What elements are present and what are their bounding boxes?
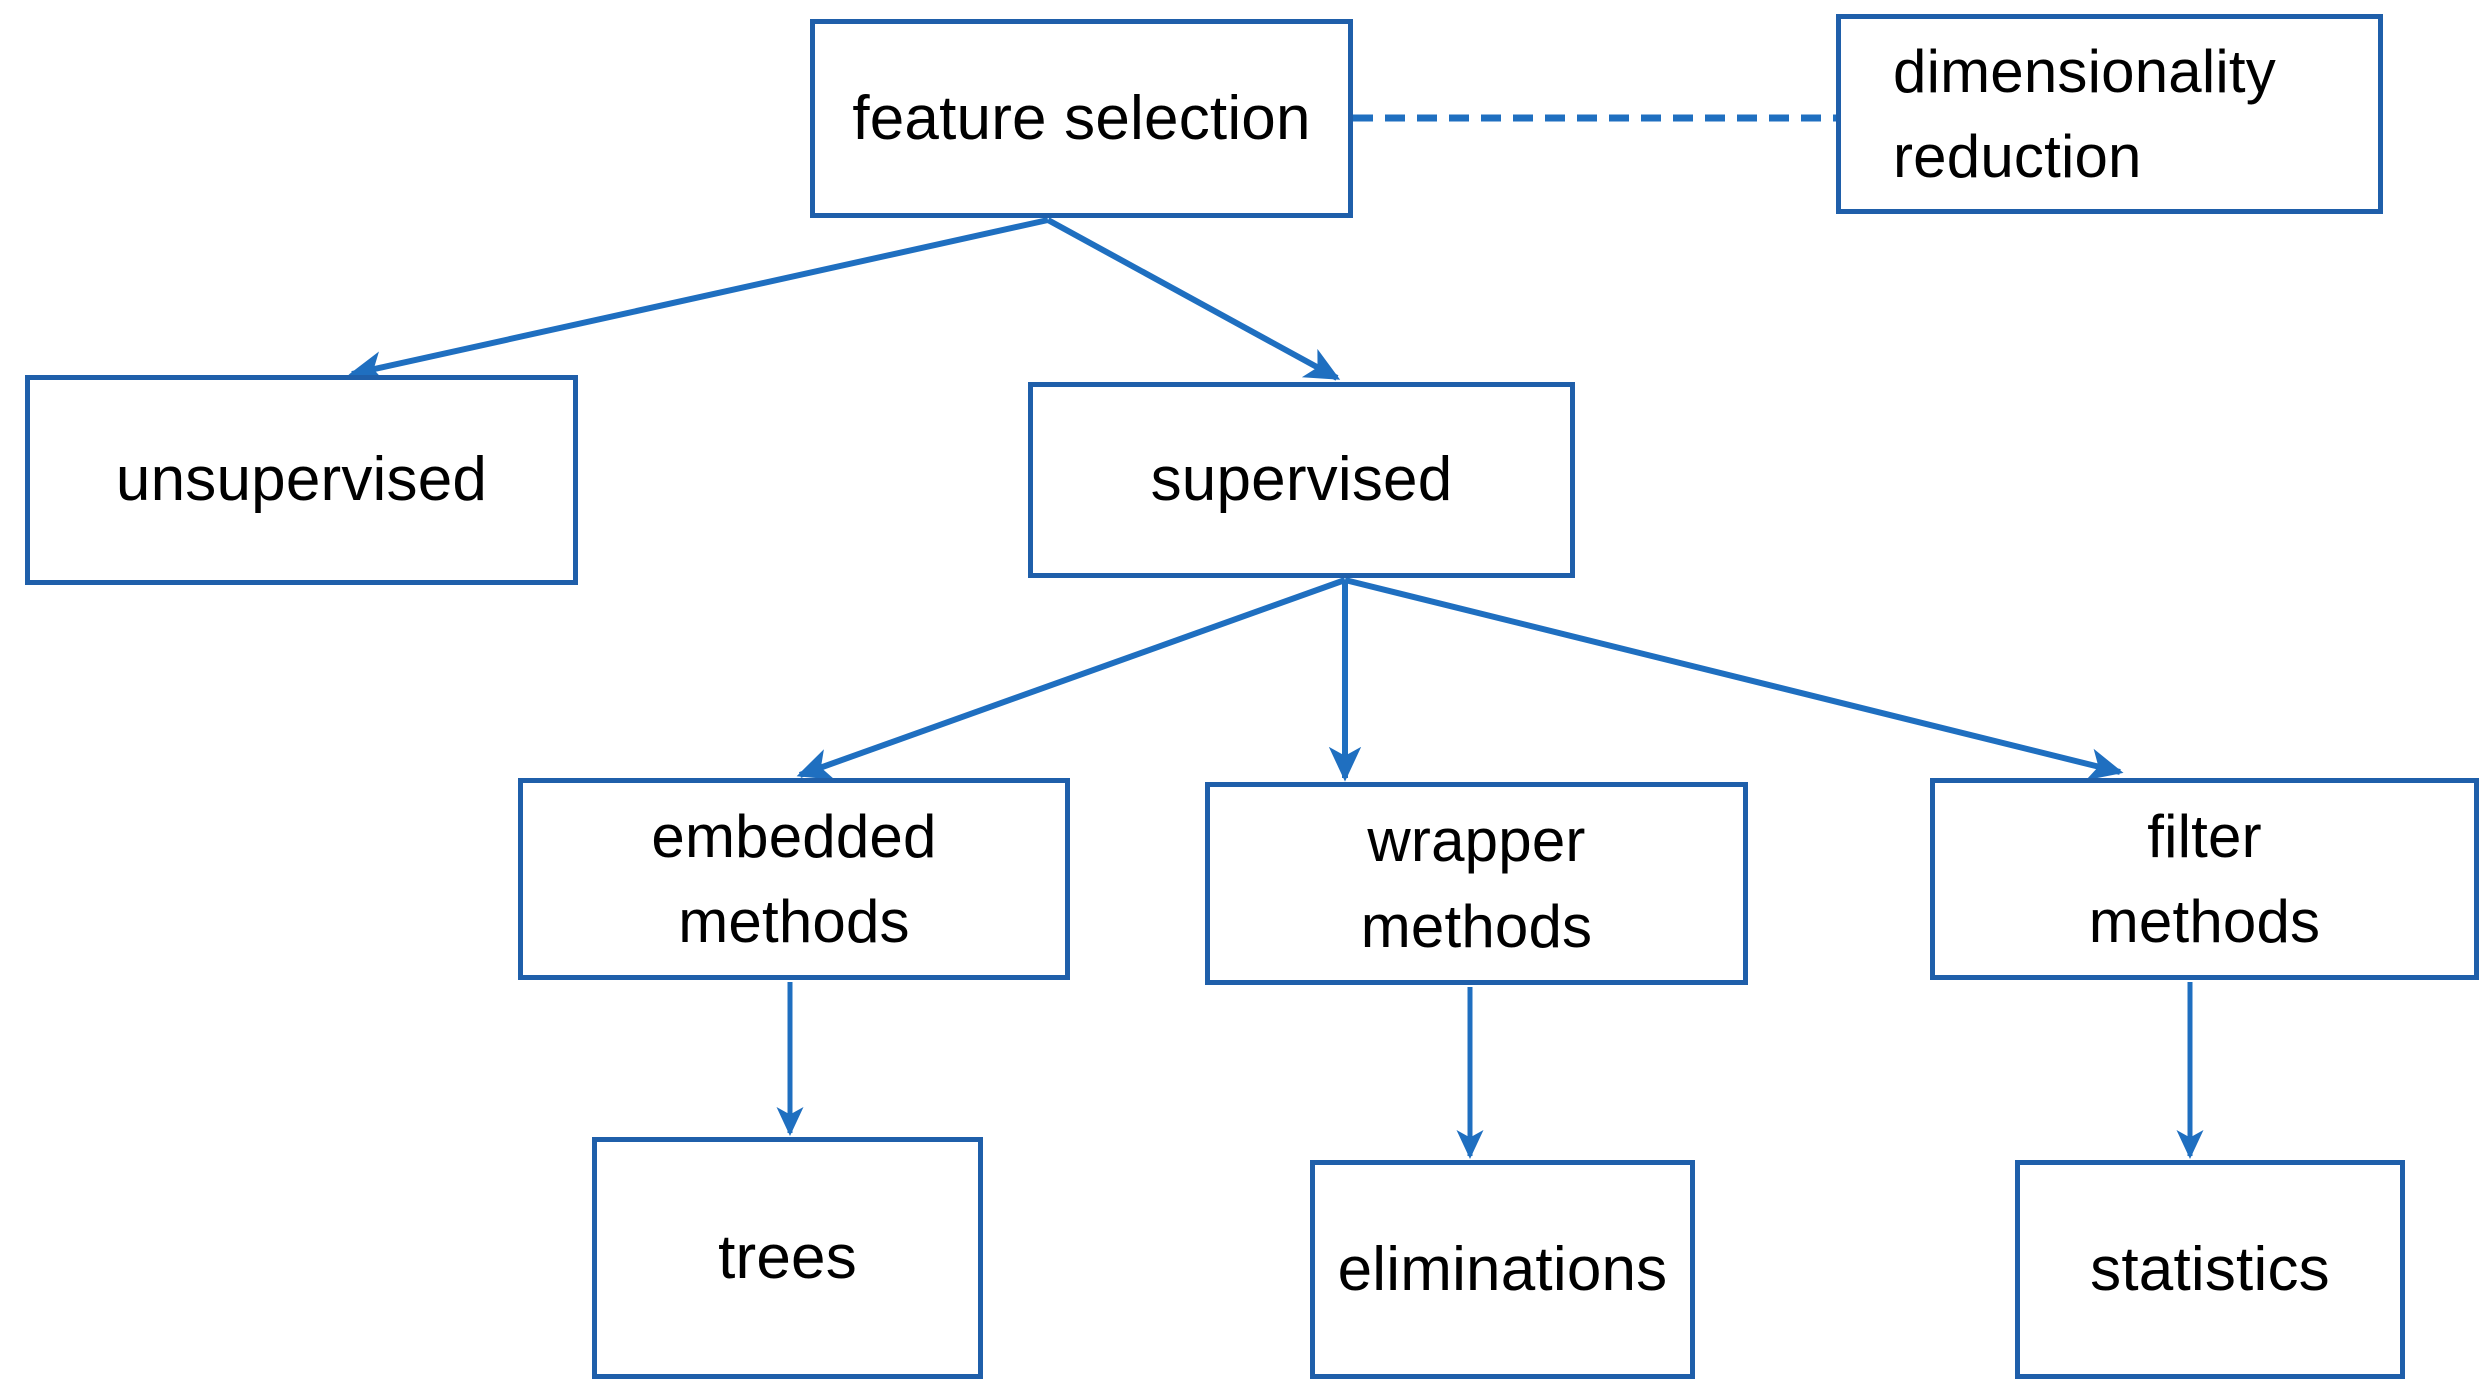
node-supervised[interactable]: supervised — [1028, 382, 1575, 578]
node-embedded-methods[interactable]: embedded methods — [518, 778, 1070, 980]
node-eliminations[interactable]: eliminations — [1310, 1160, 1695, 1379]
edge-supervised-filter-methods — [1344, 577, 2124, 781]
edge-supervised-embedded-methods — [796, 577, 1347, 780]
node-feature-selection[interactable]: feature selection — [810, 19, 1353, 218]
node-trees[interactable]: trees — [592, 1137, 983, 1379]
node-wrapper-methods[interactable]: wrapper methods — [1205, 782, 1748, 985]
node-statistics[interactable]: statistics — [2015, 1160, 2405, 1379]
node-unsupervised[interactable]: unsupervised — [25, 375, 578, 585]
edge-feature-selection-supervised — [1046, 217, 1341, 381]
node-dimensionality-reduction[interactable]: dimensionality reduction — [1836, 14, 2383, 214]
node-filter-methods[interactable]: filter methods — [1930, 778, 2479, 980]
edge-feature-selection-unsupervised — [348, 217, 1049, 384]
